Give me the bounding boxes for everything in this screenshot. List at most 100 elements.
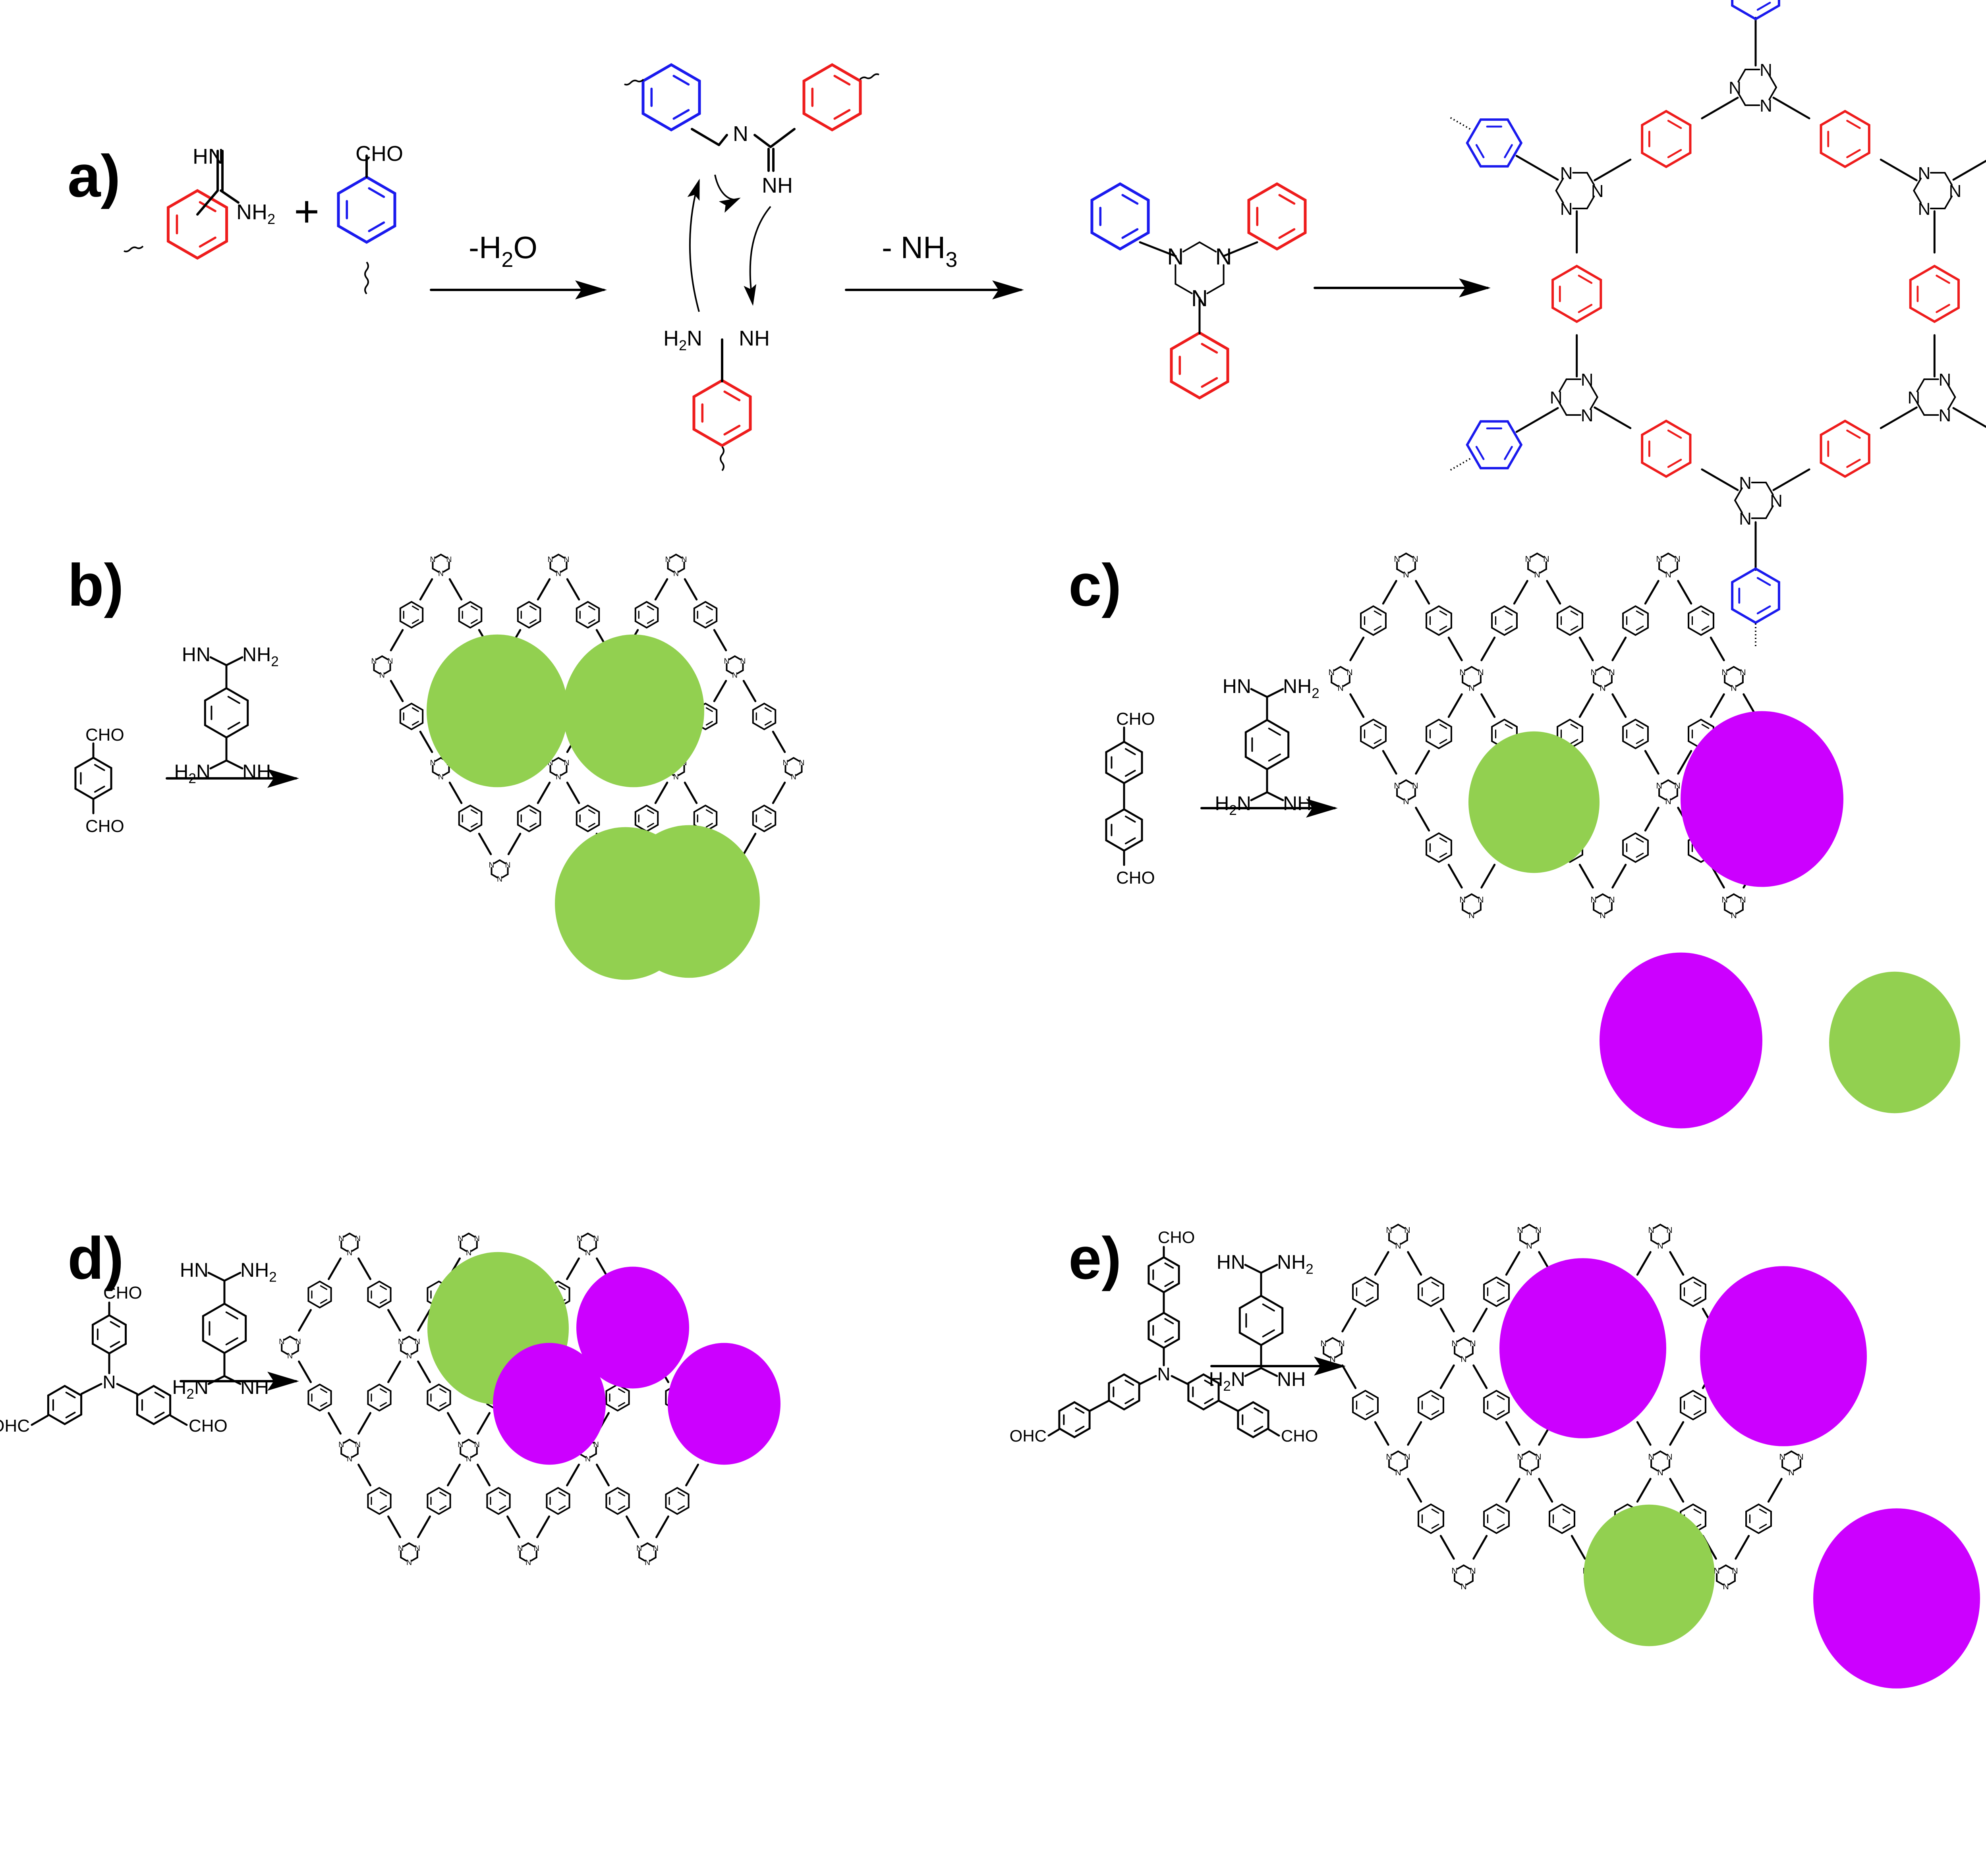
framework-d: NNNNNNNNNNNNNNNNNNNNNNNNNNNNNNNNNNNNNNNN… (279, 1233, 780, 1567)
ring-double-bond (1268, 728, 1281, 736)
ring-double-bond (1846, 459, 1861, 468)
ring-double-bond (647, 619, 654, 624)
atom-label-N: N (682, 556, 687, 564)
atom-label-N: N (1339, 1339, 1345, 1348)
bond (536, 1515, 550, 1538)
atom-label-N: N (636, 1544, 642, 1553)
triazine-bond (649, 1557, 657, 1562)
ring-double-bond (1504, 144, 1513, 158)
atom-label-HN: HN (1223, 675, 1251, 697)
atom-label-N: N (740, 657, 746, 666)
ring-outline (576, 601, 600, 629)
triazine-ring: NNN (1734, 473, 1783, 529)
ring-double-bond (1756, 605, 1771, 615)
bond (1505, 1251, 1520, 1276)
atom-label-N: N (1468, 683, 1474, 693)
benzene-ring (1352, 1276, 1379, 1307)
triazine-bond (558, 554, 565, 559)
triazine-bond (343, 1439, 350, 1444)
triazine-bond (1947, 384, 1956, 398)
triazine-bond (579, 1247, 586, 1252)
ring-outline (1466, 118, 1523, 168)
bond (537, 782, 551, 804)
atom-label-N: N (415, 1338, 420, 1346)
triazine-bond (558, 757, 565, 762)
triazine-bond (641, 1542, 648, 1548)
triazine-bond (1519, 1239, 1527, 1245)
ring-double-bond (1278, 228, 1296, 239)
triazine-bond (589, 1453, 597, 1458)
triazine-bond (784, 771, 792, 776)
triazine-bond (1596, 666, 1603, 672)
benzene-ring (641, 63, 701, 132)
ring-double-bond (1439, 610, 1447, 616)
benzene-ring (1418, 1503, 1444, 1534)
triazine-bond (1206, 283, 1225, 294)
atom-label-N: N (446, 556, 452, 564)
micropore-circle (563, 634, 704, 787)
ring-double-bond (1431, 1395, 1439, 1400)
triazine-bond (435, 554, 442, 559)
ring-double-bond (1570, 739, 1578, 744)
triazine-bond (1736, 681, 1744, 687)
triazine-bond (1462, 909, 1470, 915)
mesopore-circle (668, 1343, 780, 1465)
benzene-ring (605, 1383, 630, 1412)
bond (1515, 407, 1559, 433)
benzene-ring (1557, 605, 1583, 636)
triazine-bond (678, 567, 685, 573)
atom-label-N: N (1714, 1566, 1719, 1576)
ring-double-bond (1439, 625, 1447, 631)
triazine-ring: NNN (1907, 370, 1956, 425)
benzene-ring (1909, 264, 1960, 323)
bond (419, 578, 433, 601)
atom-label-N: N (466, 1249, 471, 1257)
ring-outline (367, 1280, 392, 1309)
bond (769, 128, 796, 148)
benzene-ring (546, 1487, 570, 1515)
plus-sign: + (294, 187, 319, 236)
ring-double-bond (529, 606, 537, 610)
bond (1772, 97, 1810, 120)
triazine-bond (1602, 893, 1610, 899)
ring-double-bond (1374, 610, 1382, 616)
triazine-bond (1658, 795, 1666, 801)
bond (1415, 807, 1430, 832)
atom-label-N: N (1731, 911, 1737, 920)
atom-label-N: N (489, 861, 495, 870)
triazine-bond (1527, 568, 1535, 574)
atom-label-N: N (548, 556, 553, 564)
atom-label-H2N: H2N (174, 760, 211, 786)
ring-double-bond (588, 809, 595, 814)
ring-double-bond (1667, 120, 1682, 129)
panel-c-label: c) (1068, 552, 1121, 618)
ring-double-bond (1936, 304, 1950, 313)
triazine-bond (1605, 681, 1613, 687)
triazine-bond (1737, 68, 1746, 83)
benzene-ring (74, 757, 112, 800)
atom-label-N: N (1320, 1339, 1326, 1348)
ring-double-bond (1431, 1410, 1439, 1415)
ring-double-bond (677, 1505, 685, 1510)
bond (1244, 1264, 1262, 1274)
atom-label-N: N (1721, 668, 1727, 677)
atom-label-N: N (1543, 554, 1549, 564)
bond (1047, 1428, 1060, 1437)
benzene-ring (1352, 1390, 1379, 1421)
ring-double-bond (1124, 1398, 1134, 1404)
triazine-bond (1182, 241, 1200, 253)
bond (225, 759, 243, 770)
bond (1611, 637, 1627, 662)
atom-label-CHO: CHO (1116, 868, 1155, 888)
atom-label-N: N (1609, 895, 1615, 905)
ring-outline (1360, 605, 1387, 636)
triazine-bond (1343, 681, 1350, 687)
ring-outline (1187, 1373, 1220, 1411)
